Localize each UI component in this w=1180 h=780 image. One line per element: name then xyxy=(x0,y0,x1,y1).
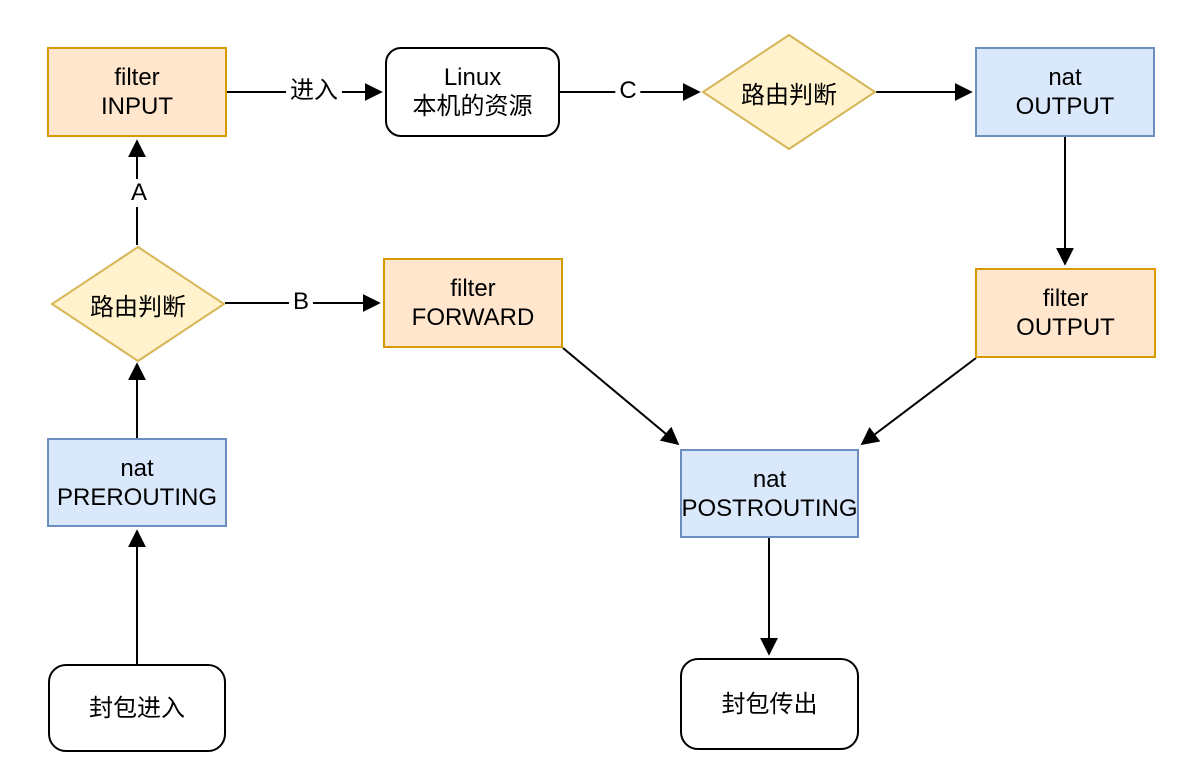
edge-filter-output-to-postrouting xyxy=(860,357,977,446)
node-nat-prerouting: nat PREROUTING xyxy=(47,438,227,527)
node-nat-prerouting-line2: PREROUTING xyxy=(56,483,217,511)
node-filter-output-line2: OUTPUT xyxy=(1016,314,1115,341)
node-routing-decision-left: 路由判断 xyxy=(50,245,226,363)
node-nat-postrouting-line2: POSTROUTING xyxy=(681,494,858,522)
node-routing-decision-top-label: 路由判断 xyxy=(741,81,837,109)
node-linux-resources-line1: Linux xyxy=(443,64,502,91)
node-routing-decision-top: 路由判断 xyxy=(701,33,877,151)
node-filter-forward-line2: FORWARD xyxy=(411,304,535,331)
node-nat-postrouting-line1: nat xyxy=(752,465,787,493)
edge-label-a: A xyxy=(126,179,152,207)
node-filter-forward-line1: filter xyxy=(450,275,496,302)
node-routing-decision-left-label: 路由判断 xyxy=(90,293,186,321)
edge-label-c: C xyxy=(615,77,641,105)
edge-label-b: B xyxy=(288,288,314,316)
node-filter-input-line2: INPUT xyxy=(101,93,173,120)
routing-decision-left-diamond-shape xyxy=(50,245,226,363)
node-linux-resources-line2: 本机的资源 xyxy=(412,93,533,120)
node-nat-prerouting-line1: nat xyxy=(120,454,154,482)
node-nat-output-line1: nat xyxy=(1048,64,1082,91)
routing-decision-top-diamond-shape xyxy=(701,33,877,151)
node-packet-in-label: 封包进入 xyxy=(89,694,185,722)
node-filter-forward: filter FORWARD xyxy=(383,258,563,348)
node-nat-postrouting: nat POSTROUTING xyxy=(680,449,859,538)
node-packet-out-label: 封包传出 xyxy=(721,690,818,718)
node-filter-input-line1: filter xyxy=(114,64,160,91)
node-linux-resources: Linux 本机的资源 xyxy=(385,47,560,137)
node-filter-output-line1: filter xyxy=(1042,285,1089,312)
edge-label-enter: 进入 xyxy=(286,77,342,105)
node-filter-output: filter OUTPUT xyxy=(975,268,1156,358)
node-packet-out: 封包传出 xyxy=(680,658,859,750)
node-nat-output-line2: OUTPUT xyxy=(1015,93,1115,120)
edge-filter-forward-to-postrouting xyxy=(562,347,680,446)
node-packet-in: 封包进入 xyxy=(48,664,226,752)
node-filter-input: filter INPUT xyxy=(47,47,227,137)
node-nat-output: nat OUTPUT xyxy=(975,47,1155,137)
